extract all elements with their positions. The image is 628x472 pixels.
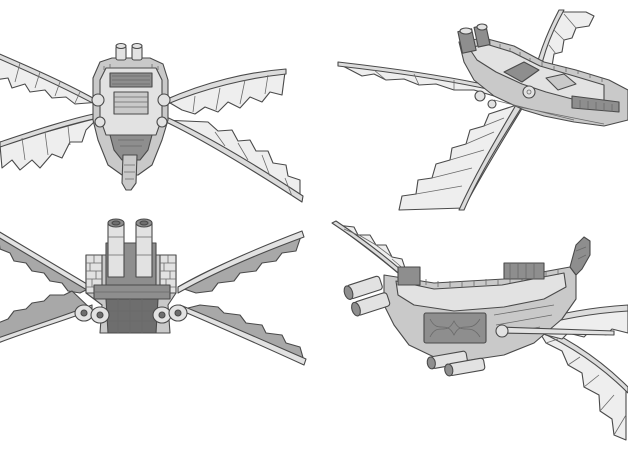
airship-front-view-icon — [0, 218, 307, 366]
airship-rear-perspective-view — [314, 0, 628, 220]
airship-rear-perspective-icon — [337, 9, 628, 211]
airship-top-view-icon — [0, 42, 304, 203]
airship-top-view — [0, 0, 314, 215]
airship-side-perspective-view — [314, 215, 628, 472]
airship-side-perspective-icon — [331, 220, 628, 441]
airship-front-view — [0, 215, 314, 472]
